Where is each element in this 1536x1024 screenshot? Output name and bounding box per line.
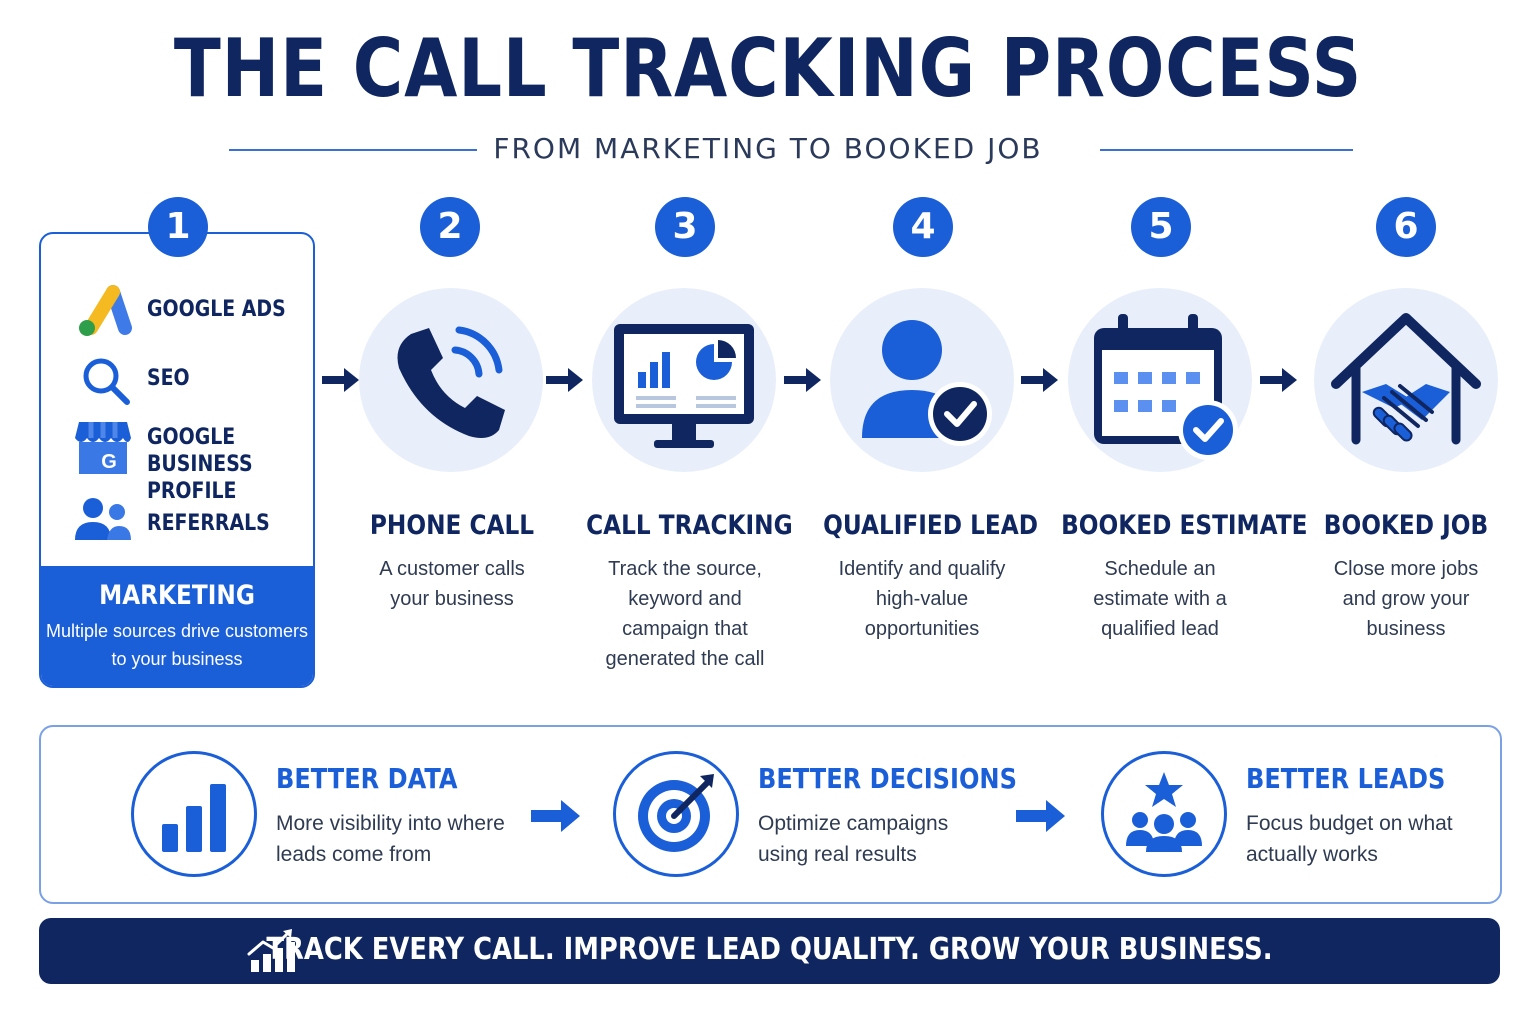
- growth-chart-icon: [247, 928, 297, 979]
- step-description: Schedule an estimate with a qualified le…: [1045, 554, 1275, 644]
- marketing-title: MARKETING: [99, 580, 255, 611]
- step-description-text: Close more jobs and grow your business: [1333, 558, 1479, 640]
- benefit-icon-circle: [1101, 751, 1227, 877]
- marketing-item-google-ads: GOOGLE ADS: [147, 297, 286, 322]
- step-number-2: 2: [420, 197, 480, 257]
- google-ads-icon: [73, 284, 133, 343]
- benefits-panel: BETTER DATA More visibility into where l…: [39, 725, 1502, 904]
- step-title: QUALIFIED LEAD: [823, 510, 1039, 541]
- step-icon-circle: [1068, 288, 1252, 472]
- google-business-storefront-icon: G: [73, 418, 133, 481]
- step-description-text: Schedule an estimate with a qualified le…: [1093, 558, 1227, 640]
- step-number-3: 3: [655, 197, 715, 257]
- marketing-item-label: GOOGLE BUSINESS PROFILE: [147, 425, 253, 504]
- step-icon-circle: [359, 288, 543, 472]
- subtitle-rule-right: [1100, 149, 1353, 151]
- marketing-summary: MARKETING Multiple sources drive custome…: [41, 566, 313, 686]
- step-title: BOOKED JOB: [1323, 510, 1489, 541]
- people-icon: [73, 496, 133, 549]
- footer-banner: TRACK EVERY CALL. IMPROVE LEAD QUALITY. …: [39, 918, 1500, 984]
- arrow-right-icon: [1016, 798, 1066, 834]
- step-title: PHONE CALL: [369, 510, 535, 541]
- marketing-item-google-business-profile: GOOGLE BUSINESS PROFILE: [147, 424, 293, 505]
- marketing-item-referrals: REFERRALS: [147, 511, 270, 536]
- marketing-description: Multiple sources drive customers to your…: [45, 621, 309, 669]
- page-subtitle: FROM MARKETING TO BOOKED JOB: [493, 132, 1043, 165]
- step-number-6: 6: [1376, 197, 1436, 257]
- marketing-card: GOOGLE ADS SEO G GOOGLE BUSINESS PROFILE…: [39, 232, 315, 688]
- footer-tagline: TRACK EVERY CALL. IMPROVE LEAD QUALITY. …: [266, 932, 1273, 967]
- benefit-title: BETTER DATA: [276, 762, 458, 795]
- benefit-icon-circle: [131, 751, 257, 877]
- step-description: Track the source, keyword and campaign t…: [570, 554, 800, 674]
- subtitle-rule-left: [229, 149, 477, 151]
- svg-text:G: G: [101, 451, 117, 473]
- benefit-description: Optimize campaigns using real results: [758, 812, 949, 866]
- benefit-title: BETTER DECISIONS: [758, 762, 1017, 795]
- benefit-description: More visibility into where leads come fr…: [276, 812, 505, 866]
- step-description-text: A customer calls your business: [379, 558, 525, 610]
- marketing-item-seo: SEO: [147, 366, 190, 391]
- step-number-1: 1: [148, 197, 208, 257]
- step-title: CALL TRACKING: [586, 510, 793, 541]
- step-icon-circle: [1314, 288, 1498, 472]
- magnifier-icon: [79, 354, 135, 415]
- step-description: Identify and qualify high-value opportun…: [807, 554, 1037, 644]
- step-icon-circle: [830, 288, 1014, 472]
- arrow-right-icon: [784, 366, 822, 394]
- page-title: THE CALL TRACKING PROCESS: [173, 22, 1363, 115]
- step-title: BOOKED ESTIMATE: [1061, 510, 1308, 541]
- arrow-right-icon: [1021, 366, 1059, 394]
- team-star-icon: [1104, 772, 1224, 878]
- step-description: Close more jobs and grow your business: [1291, 554, 1521, 644]
- target-icon: [616, 774, 736, 878]
- step-description-text: Identify and qualify high-value opportun…: [838, 558, 1006, 640]
- benefit-icon-circle: [613, 751, 739, 877]
- arrow-right-icon: [546, 366, 584, 394]
- benefit-title: BETTER LEADS: [1246, 762, 1446, 795]
- step-icon-circle: [592, 288, 776, 472]
- benefit-description: Focus budget on what actually works: [1246, 812, 1453, 866]
- step-number-4: 4: [893, 197, 953, 257]
- arrow-right-icon: [531, 798, 581, 834]
- arrow-right-icon: [322, 366, 360, 394]
- step-description: A customer calls your business: [337, 554, 567, 614]
- step-number-5: 5: [1131, 197, 1191, 257]
- step-description-text: Track the source, keyword and campaign t…: [605, 558, 765, 670]
- bar-chart-icon: [134, 784, 254, 878]
- arrow-right-icon: [1260, 366, 1298, 394]
- subtitle-row: FROM MARKETING TO BOOKED JOB: [0, 132, 1536, 168]
